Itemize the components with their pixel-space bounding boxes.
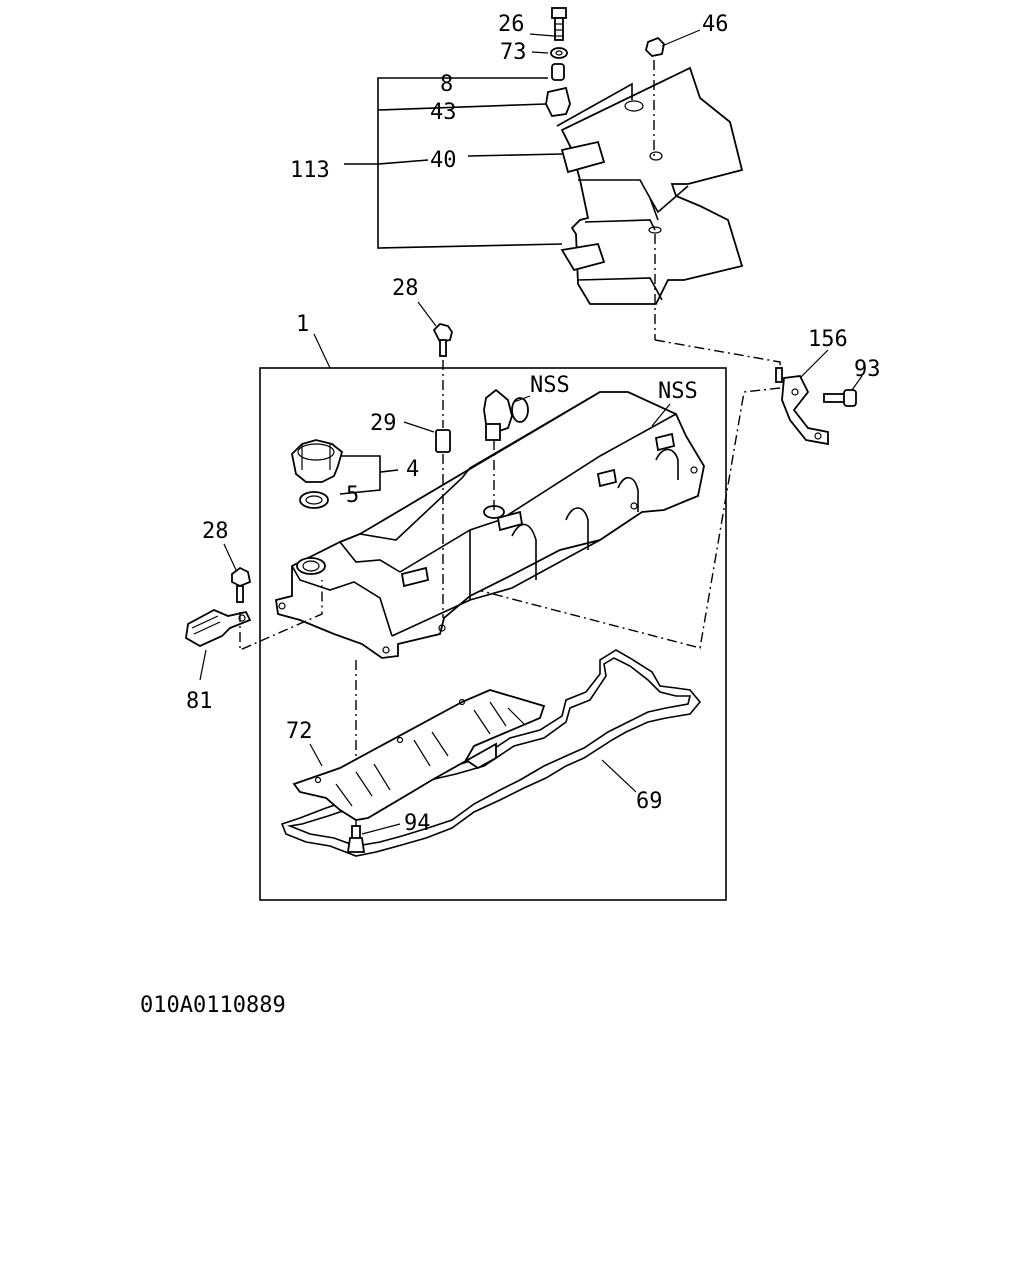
bolt-26 [551, 7, 567, 41]
label-28-top: 28 [392, 276, 419, 301]
label-4: 4 [406, 457, 419, 482]
nut-46 [645, 36, 665, 57]
bolt-93 [823, 389, 857, 407]
label-8: 8 [440, 72, 453, 97]
label-5: 5 [346, 483, 359, 508]
screw-94 [346, 825, 366, 853]
insulator-cover [560, 66, 744, 305]
label-113: 113 [290, 158, 330, 183]
label-69: 69 [636, 789, 663, 814]
bracket-156 [775, 367, 829, 446]
label-1: 1 [296, 312, 309, 337]
oil-filler-cap-4 [291, 439, 344, 483]
label-73: 73 [500, 40, 527, 65]
label-nss-pipe: NSS [530, 373, 570, 398]
label-43: 43 [430, 100, 457, 125]
assembly-frame [259, 367, 727, 901]
washer-73 [550, 47, 568, 59]
label-40: 40 [430, 148, 457, 173]
label-72: 72 [286, 719, 313, 744]
label-156: 156 [808, 327, 848, 352]
harness-clip-81 [185, 609, 252, 648]
label-28-left: 28 [202, 519, 229, 544]
pcv-elbow [483, 388, 529, 441]
label-26: 26 [498, 12, 525, 37]
label-46: 46 [702, 12, 729, 37]
label-29: 29 [370, 411, 397, 436]
label-81: 81 [186, 689, 213, 714]
label-93: 93 [854, 357, 881, 382]
label-nss-cover: NSS [658, 379, 698, 404]
group-bracket-113 [377, 77, 563, 249]
grommet-43 [545, 86, 571, 117]
drawing-code: 010A0110889 [140, 993, 286, 1018]
collar-8 [551, 63, 565, 81]
o-ring-5 [299, 491, 329, 509]
bolt-28-top [432, 323, 453, 357]
cylinder-head-cover [274, 391, 705, 659]
sleeve-29 [435, 429, 451, 453]
baffle-plate-72 [292, 689, 546, 821]
bolt-28-left [231, 566, 252, 603]
label-94: 94 [404, 811, 431, 836]
